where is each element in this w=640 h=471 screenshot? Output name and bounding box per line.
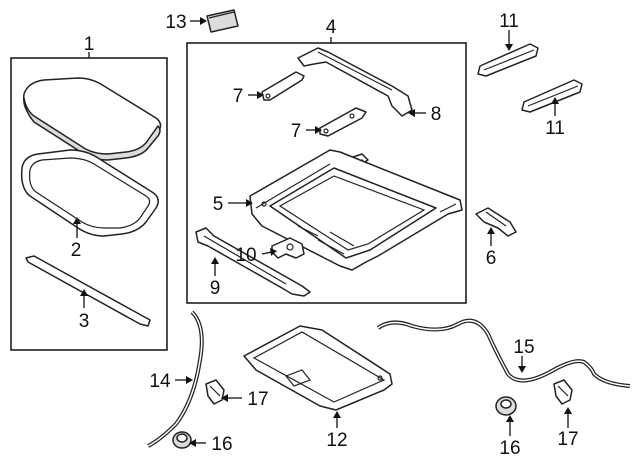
part-9-wind-deflector (195, 227, 311, 297)
callout-14: 14 (149, 371, 171, 392)
part-11-trim-upper (477, 43, 539, 77)
callout-2: 2 (71, 240, 82, 261)
callout-13: 13 (165, 12, 186, 33)
callout-16-left: 16 (211, 434, 232, 455)
part-8-front-rail (297, 47, 413, 117)
part-17-clip-left (205, 379, 225, 405)
callout-11-lower: 11 (545, 118, 565, 139)
part-6-bracket (475, 207, 517, 237)
callout-15: 15 (513, 337, 534, 358)
part-16-grommet-right (495, 396, 517, 416)
leaders (73, 17, 572, 447)
part-1-glass-panel (22, 77, 162, 161)
callout-17-left: 17 (247, 389, 268, 410)
callout-12: 12 (326, 430, 347, 451)
part-17-clip-right (553, 379, 573, 405)
part-7-bracket-upper (261, 71, 305, 101)
callout-11-upper: 11 (499, 11, 519, 32)
callout-16-right: 16 (499, 438, 520, 459)
callout-9: 9 (210, 278, 221, 299)
part-14-drain-hose (147, 310, 204, 448)
part-12-sunshade (243, 325, 393, 411)
callout-5: 5 (213, 194, 224, 215)
part-11-trim-lower (521, 79, 583, 113)
callout-8: 8 (431, 104, 442, 125)
callout-7-lower: 7 (291, 121, 302, 142)
callout-4: 4 (326, 17, 337, 38)
callout-1: 1 (84, 34, 95, 55)
part-16-grommet-left (172, 431, 192, 449)
part-15-drain-hose (376, 318, 631, 388)
part-13-pad (206, 9, 239, 33)
frame-assembly-box (186, 42, 467, 304)
part-10-clip (271, 237, 305, 259)
part-7-bracket-lower (319, 107, 367, 137)
callout-7-upper: 7 (233, 86, 244, 107)
part-3-weatherstrip (25, 255, 151, 327)
callout-17-right: 17 (557, 429, 578, 450)
callout-6: 6 (486, 248, 497, 269)
part-2-glass-seal (20, 149, 159, 237)
part-5-sunroof-frame (249, 149, 463, 271)
callout-3: 3 (79, 311, 90, 332)
callout-10: 10 (235, 245, 256, 266)
